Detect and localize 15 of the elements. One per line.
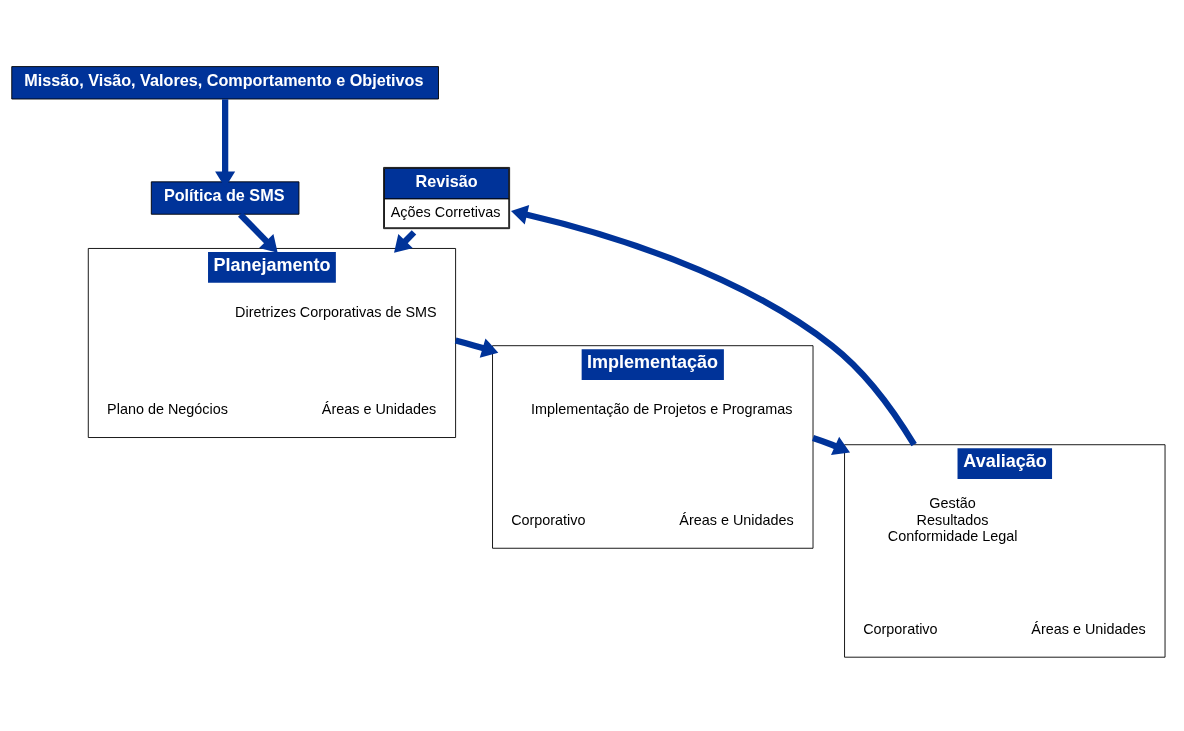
- node-box: Missão, Visão, Valores, Comportamento e Objetivos: [11, 66, 439, 100]
- node-text: Áreas e Unidades: [1031, 620, 1146, 637]
- node-text: Corporativo: [511, 511, 586, 528]
- node-text: Plano de Negócios: [107, 400, 228, 417]
- arrow: [238, 212, 278, 253]
- arrow: [511, 204, 917, 447]
- node-text: Implementação de Projetos e Programas: [530, 400, 793, 417]
- node-box: Política de SMS: [150, 181, 300, 215]
- node-text: Áreas e Unidades: [321, 400, 437, 417]
- node-text: Áreas e Unidades: [679, 511, 794, 528]
- node-text: Gestão Resultados Conformidade Legal: [887, 495, 1018, 544]
- node-text: Diretrizes Corporativas de SMS: [235, 303, 437, 320]
- arrow: [454, 337, 499, 358]
- arrow: [812, 434, 851, 456]
- node-text: Corporativo: [863, 620, 938, 637]
